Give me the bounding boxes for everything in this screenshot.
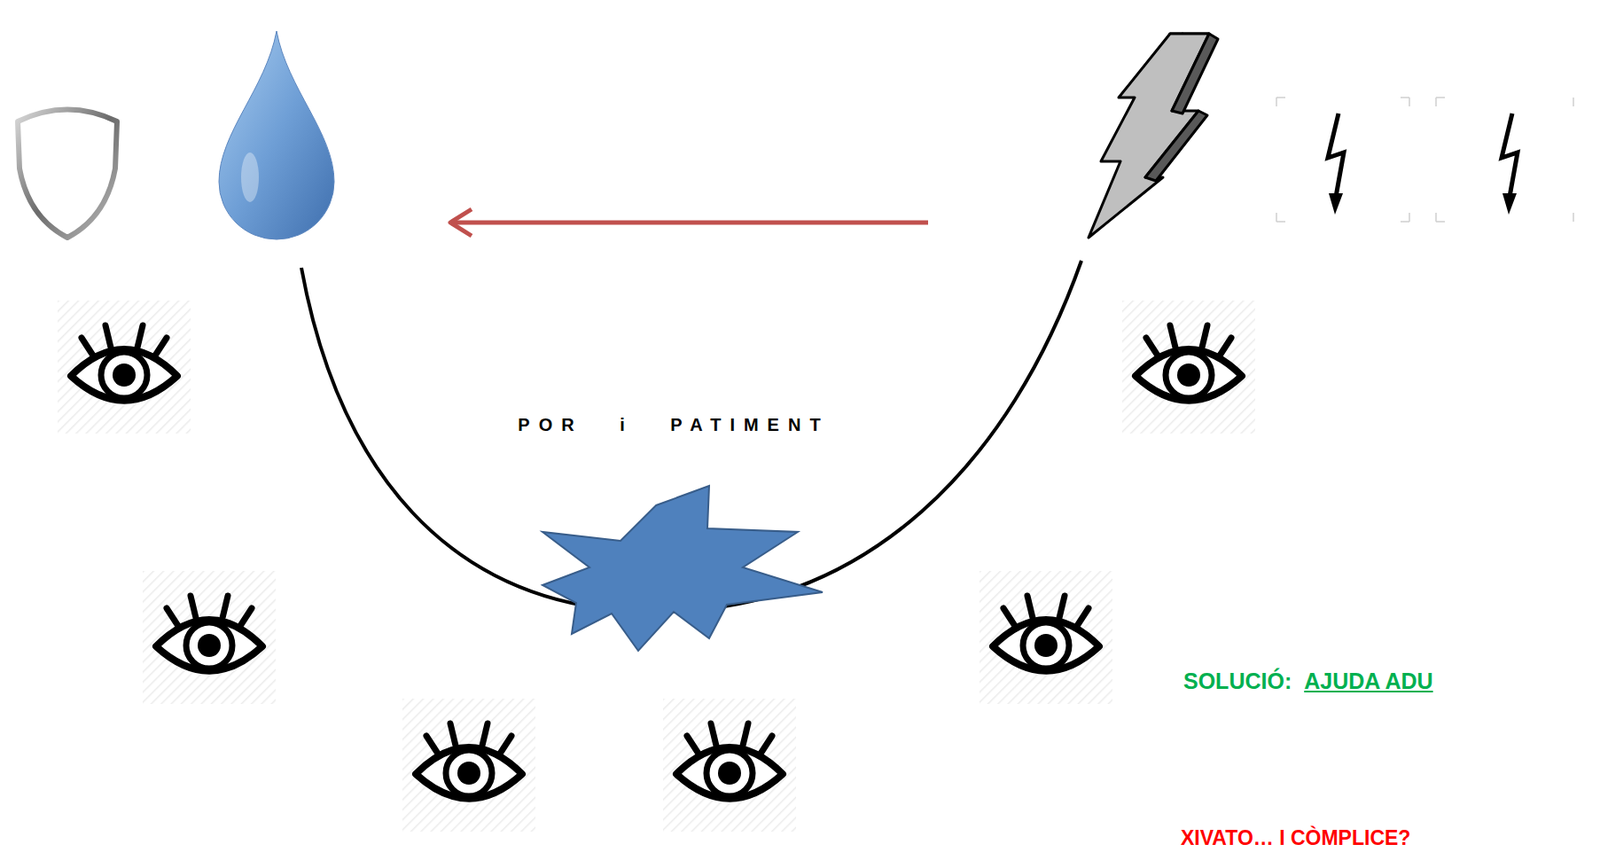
- solution-label: SOLUCIÓ:: [1183, 668, 1292, 695]
- eye-icon: [57, 300, 191, 434]
- red-arrow: [450, 209, 929, 236]
- eye-icon: [979, 570, 1113, 704]
- eye-icon: [1122, 300, 1256, 434]
- water-drop: [218, 31, 335, 240]
- shield-icon: [17, 109, 118, 239]
- small-lightning: [1276, 97, 1574, 222]
- solution-text: AJUDA ADU: [1303, 668, 1433, 695]
- caption-text: POR i PATIMENT: [517, 414, 829, 436]
- eye-icon: [402, 698, 536, 832]
- question-text: XIVATO… I CÒMPLICE?: [1180, 826, 1411, 850]
- explosion-star: [542, 485, 823, 651]
- eye-icon: [663, 698, 797, 832]
- eye-icon: [142, 570, 276, 704]
- lightning-bolt: [1088, 33, 1218, 238]
